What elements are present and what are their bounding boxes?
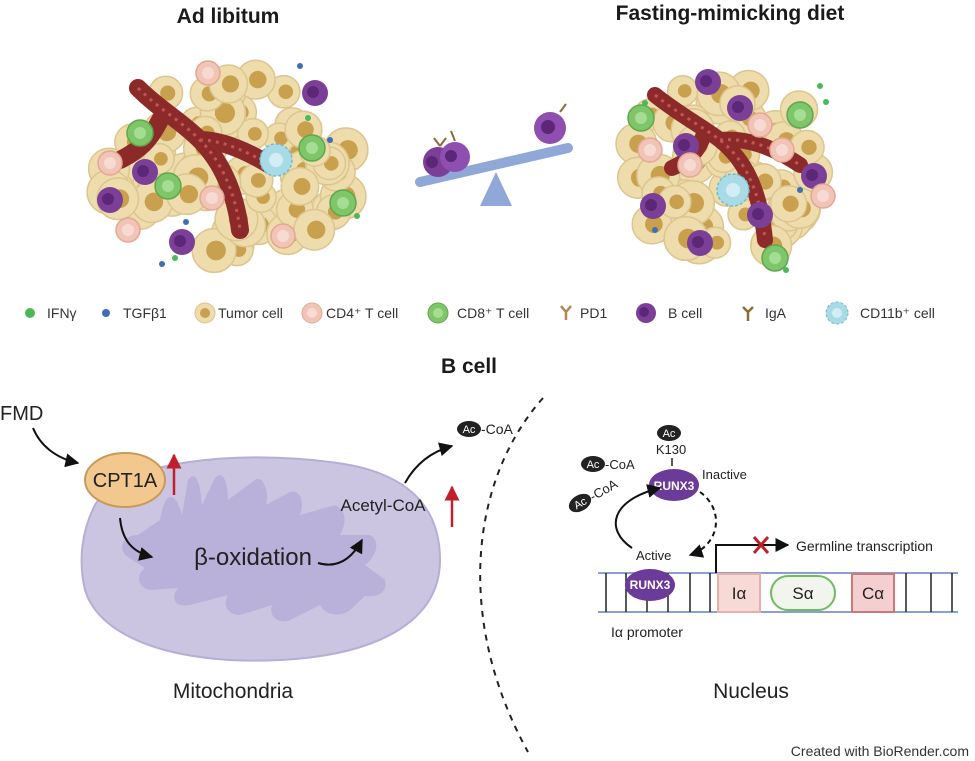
blocked-x-icon <box>752 536 770 554</box>
legend-item-pd1: PD1 <box>560 305 607 321</box>
tgfb1-dot-icon <box>327 137 333 143</box>
fmd-input-label: FMD <box>0 403 43 425</box>
ac-tag: Ac <box>663 428 676 440</box>
k130-label: K130 <box>656 442 686 457</box>
tgfb1-dot-icon <box>102 309 110 317</box>
ac-k130-tag: Ac K130 <box>656 425 686 466</box>
legend-item-tgfb1: TGFβ1 <box>102 305 167 321</box>
biorender-credit: Created with BioRender.com <box>791 743 969 759</box>
coa-suffix: -CoA <box>481 421 514 437</box>
tgfb1-dot-icon <box>797 187 803 193</box>
cpt1a-to-oxidation-arrow <box>119 517 154 561</box>
tgfb1-dot-icon <box>183 219 189 225</box>
b-cell-title: B cell <box>441 355 497 378</box>
acetyl-coa-label: Acetyl-CoA <box>340 496 426 515</box>
tgfb1-dot-icon <box>159 261 165 267</box>
pd1-receptor-icon <box>560 305 572 320</box>
legend-label-cd11b: CD11b⁺ cell <box>860 305 935 321</box>
ifng-dot-icon <box>823 99 829 105</box>
mitochondria-label: Mitochondria <box>173 680 294 703</box>
ac-tag: Ac <box>572 495 590 512</box>
promoter-label: Iα promoter <box>611 624 683 640</box>
runx3-inactive: RUNX3 <box>649 469 699 501</box>
ifng-dot-icon <box>25 308 35 318</box>
legend-label-b-cell: B cell <box>668 305 702 321</box>
iga-antibody-icon <box>742 306 754 321</box>
activation-arrow <box>614 484 662 549</box>
runx3-active: RUNX3 <box>625 569 675 601</box>
acetyl-coa-export-arrow <box>404 442 454 484</box>
transcription-start-arrow <box>715 538 790 573</box>
legend-item-iga: IgA <box>742 305 787 321</box>
b-cell-membrane <box>479 397 544 753</box>
tgfb1-dot-icon <box>297 63 303 69</box>
s-alpha-segment: Sα <box>770 575 836 611</box>
ac-tag: Ac <box>587 459 600 471</box>
legend-label-tgfb1: TGFβ1 <box>123 305 167 321</box>
ac-coa-nuclear-1: Ac -CoA <box>581 456 635 472</box>
ad-libitum-title: Ad libitum <box>177 5 280 28</box>
ad-libitum-tumor <box>86 59 369 274</box>
seesaw-icon <box>415 103 573 206</box>
ac-coa-export: Ac -CoA <box>457 421 514 437</box>
c-alpha-label: Cα <box>862 584 884 603</box>
tgfb1-dot-icon <box>652 227 658 233</box>
legend: IFNγ TGFβ1 Tumor cell CD4⁺ T cell CD8⁺ T… <box>25 301 935 325</box>
coa-suffix: -CoA <box>587 476 620 504</box>
legend-label-pd1: PD1 <box>580 305 607 321</box>
coa-suffix: -CoA <box>605 457 635 472</box>
i-alpha-segment: Iα <box>717 573 761 613</box>
inactive-label: Inactive <box>702 467 747 482</box>
cpt1a-label: CPT1A <box>93 470 158 492</box>
legend-label-tumor: Tumor cell <box>218 305 283 321</box>
inactivation-arrow <box>688 491 717 558</box>
legend-item-b-cell: B cell <box>636 303 702 323</box>
legend-label-iga: IgA <box>765 305 787 321</box>
beta-oxidation-label: β-oxidation <box>194 544 312 571</box>
fmd-tumor <box>615 69 836 273</box>
ifng-dot-icon <box>354 213 360 219</box>
legend-item-cd11b: CD11b⁺ cell <box>825 301 935 325</box>
ifng-dot-icon <box>172 255 178 261</box>
legend-item-cd4: CD4⁺ T cell <box>301 302 398 324</box>
nucleus-label: Nucleus <box>713 680 789 703</box>
legend-item-ifng: IFNγ <box>25 305 77 321</box>
germline-transcription-label: Germline transcription <box>796 538 933 554</box>
ifng-dot-icon <box>783 267 789 273</box>
ifng-dot-icon <box>305 115 311 121</box>
ac-coa-nuclear-2: Ac -CoA <box>568 476 620 512</box>
c-alpha-segment: Cα <box>851 573 895 613</box>
active-label: Active <box>636 548 671 563</box>
ifng-dot-icon <box>642 100 648 106</box>
fmd-title: Fasting-mimicking diet <box>616 2 845 25</box>
ifng-dot-icon <box>817 83 823 89</box>
fmd-arrow <box>32 427 80 468</box>
legend-label-cd4: CD4⁺ T cell <box>326 305 398 321</box>
ac-tag: Ac <box>463 424 476 436</box>
legend-label-cd8: CD8⁺ T cell <box>457 305 529 321</box>
fmd-immune-cells <box>627 69 836 273</box>
legend-item-cd8: CD8⁺ T cell <box>427 302 529 324</box>
legend-item-tumor: Tumor cell <box>194 302 283 324</box>
mitochondrion-icon <box>80 456 442 662</box>
legend-label-ifng: IFNγ <box>47 305 77 321</box>
runx3-label: RUNX3 <box>654 479 695 493</box>
oxidation-to-acetylcoa-arrow <box>317 538 363 566</box>
ad-libitum-immune-cells <box>97 60 360 267</box>
i-alpha-label: Iα <box>732 584 747 603</box>
cpt1a-enzyme: CPT1A <box>84 452 166 508</box>
runx3-label: RUNX3 <box>630 578 671 592</box>
s-alpha-label: Sα <box>792 584 813 603</box>
